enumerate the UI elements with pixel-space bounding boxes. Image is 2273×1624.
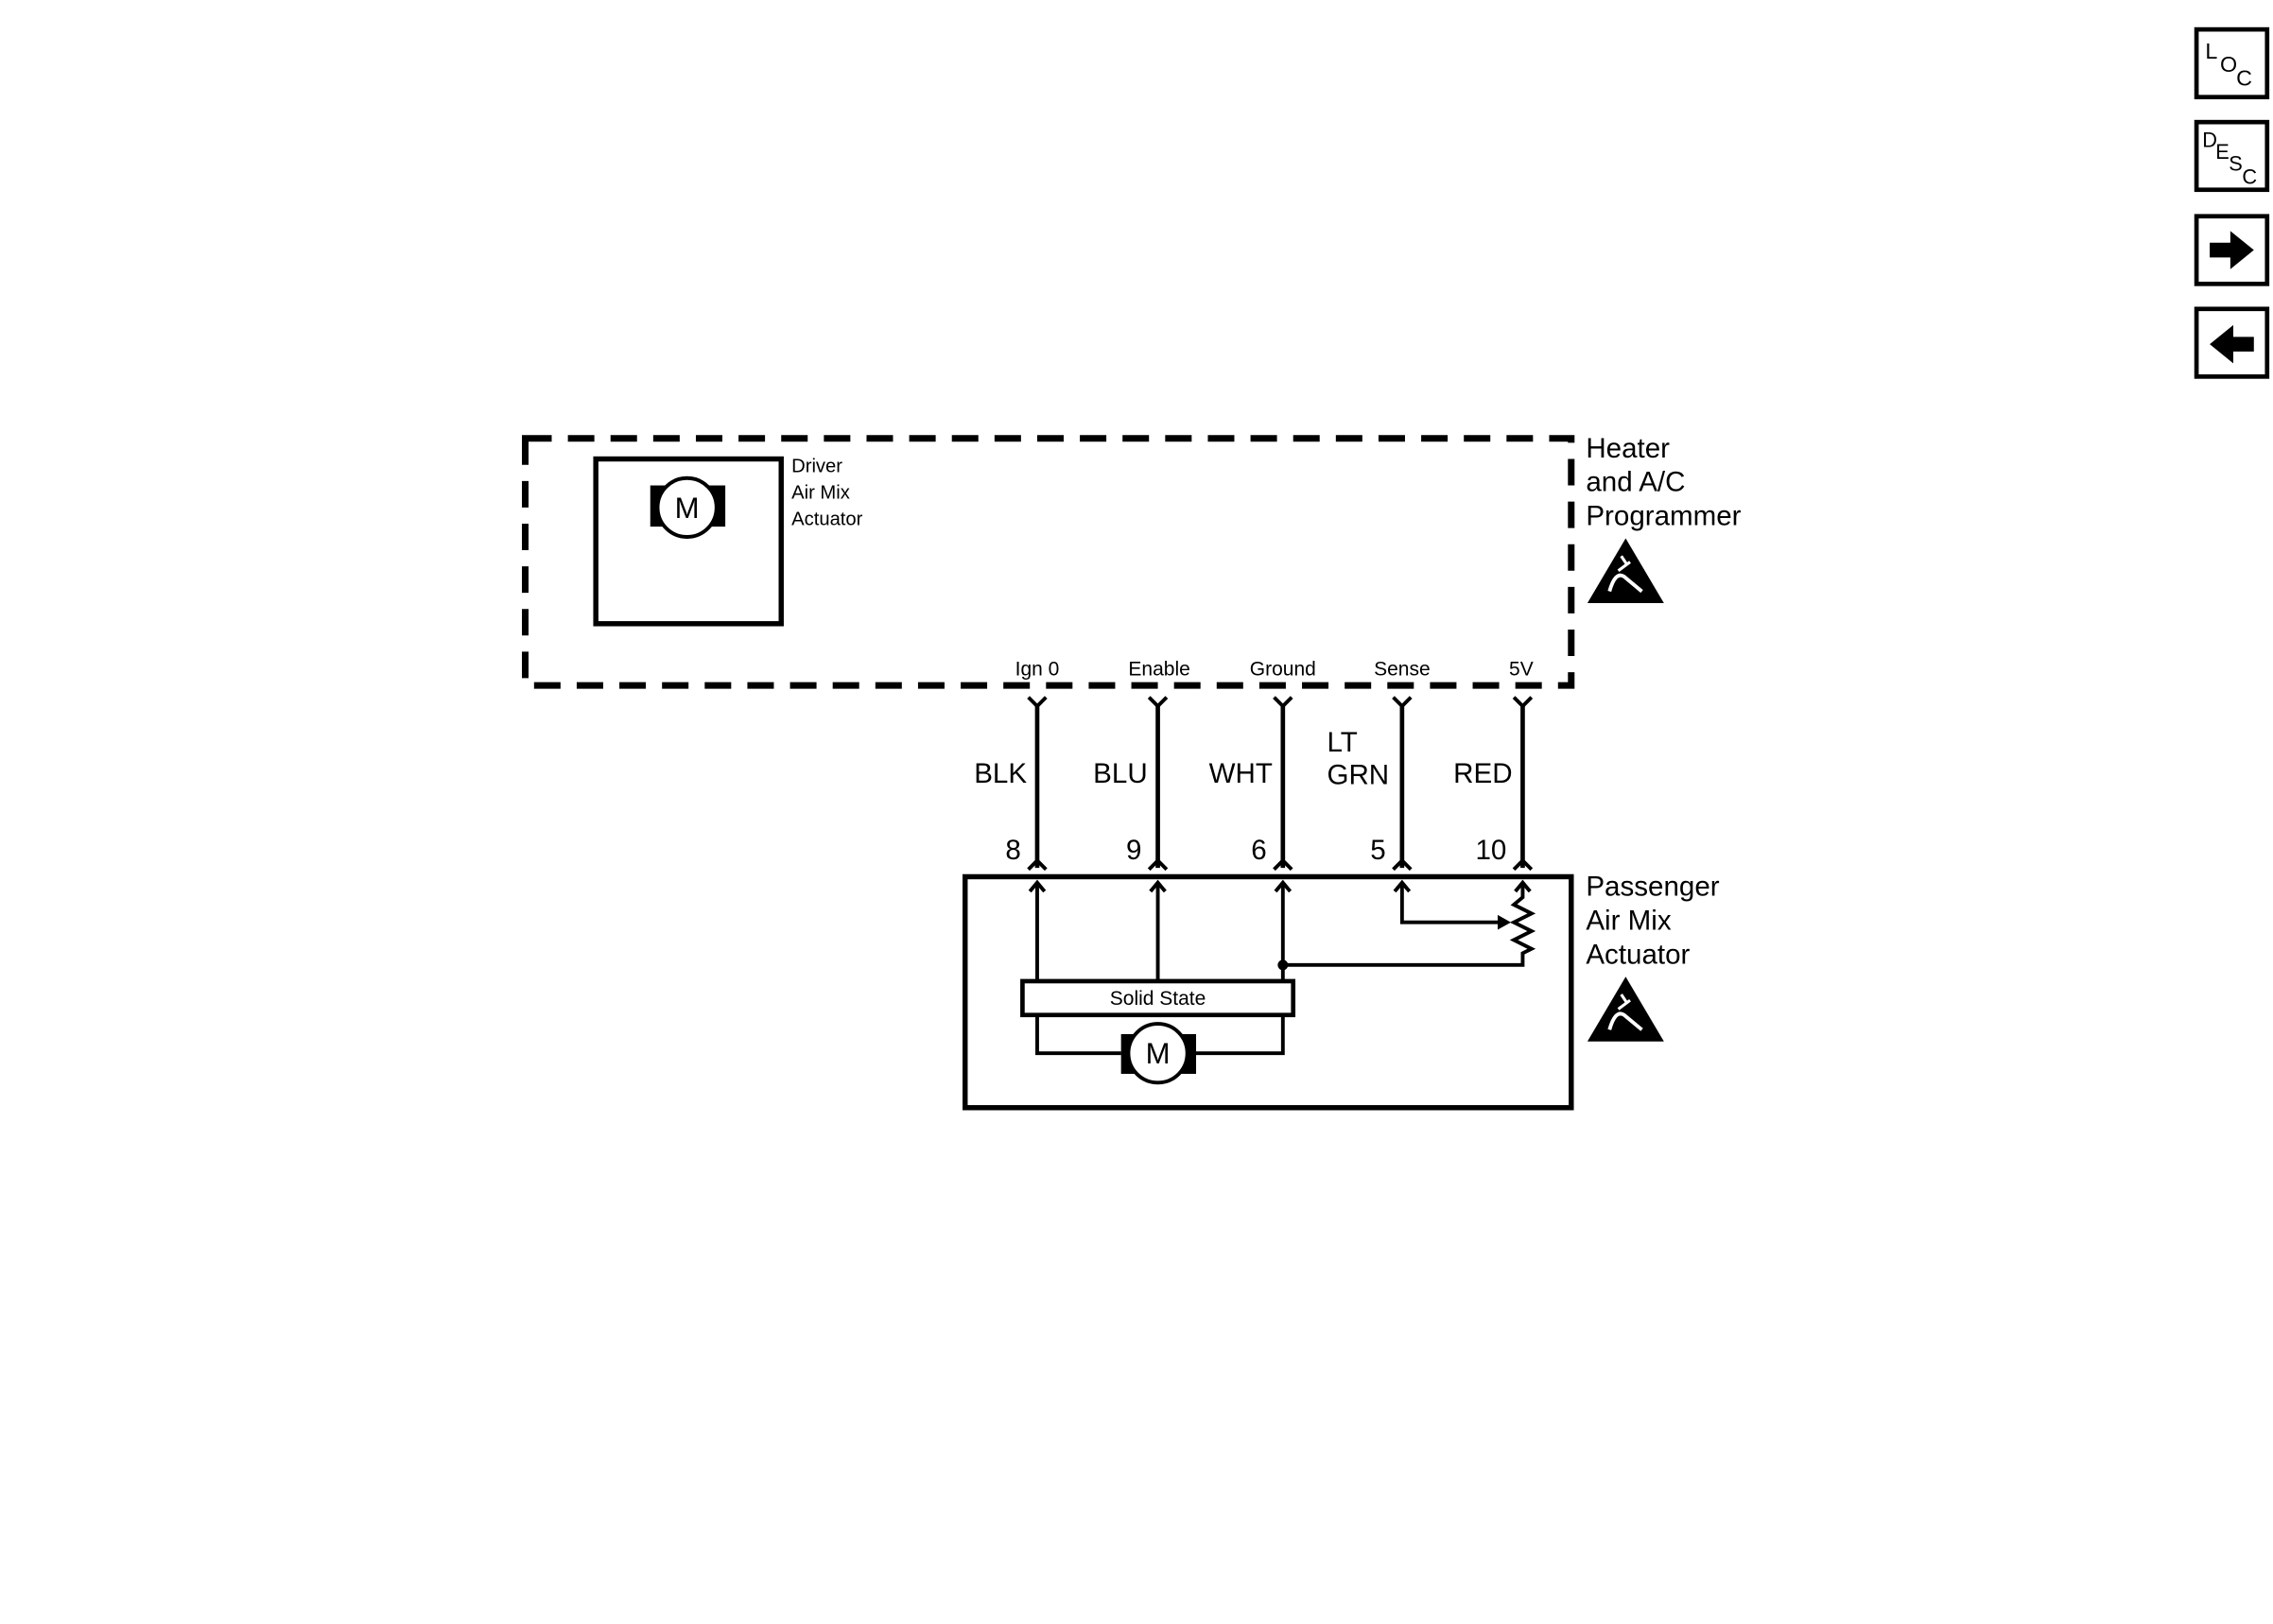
terminal-8: 8: [1005, 835, 1020, 866]
svg-text:Heater: Heater: [1586, 433, 1670, 464]
driver-motor: M: [650, 475, 726, 539]
signal-sense: Sense: [1374, 658, 1431, 680]
signal-ground: Ground: [1250, 658, 1316, 680]
svg-text:Passenger: Passenger: [1586, 872, 1719, 903]
passenger-motor: M: [1120, 1022, 1197, 1085]
svg-text:L: L: [2205, 39, 2217, 63]
motor-symbol: M: [675, 492, 700, 525]
terminal-5: 5: [1370, 835, 1385, 866]
programmer-boundary: [521, 435, 1575, 689]
svg-text:C: C: [2242, 165, 2257, 189]
esd-warning-icon: [1587, 976, 1664, 1042]
desc-icon: D E S C: [2202, 129, 2257, 189]
wire-color-red: RED: [1453, 758, 1512, 789]
desc-button[interactable]: D E S C: [2194, 119, 2270, 193]
svg-text:and A/C: and A/C: [1586, 467, 1685, 498]
arrow-right-icon: [2210, 231, 2254, 269]
terminal-6: 6: [1251, 835, 1266, 866]
wire-color-grn: GRN: [1327, 759, 1390, 790]
arrow-left-icon: [2210, 324, 2254, 364]
motor-symbol: M: [1146, 1037, 1171, 1070]
wire-color-blu: BLU: [1093, 758, 1147, 789]
svg-text:S: S: [2229, 152, 2243, 176]
svg-text:Programmer: Programmer: [1586, 501, 1741, 532]
driver-actuator-box: [593, 456, 784, 627]
loc-icon: L O C: [2205, 39, 2252, 90]
svg-text:Air Mix: Air Mix: [791, 483, 850, 504]
solid-state-label: Solid State: [1110, 988, 1206, 1010]
svg-text:O: O: [2220, 52, 2237, 77]
loc-button[interactable]: L O C: [2194, 26, 2270, 100]
svg-text:D: D: [2202, 129, 2217, 152]
svg-text:Driver: Driver: [791, 457, 842, 477]
svg-text:Air Mix: Air Mix: [1586, 905, 1671, 936]
esd-warning-icon: [1587, 538, 1664, 604]
svg-text:C: C: [2236, 65, 2252, 90]
svg-text:E: E: [2215, 140, 2230, 164]
svg-text:Actuator: Actuator: [1586, 939, 1690, 970]
next-button[interactable]: [2194, 214, 2270, 286]
programmer-label: Heater and A/C Programmer: [1586, 433, 1741, 532]
terminal-9: 9: [1126, 835, 1141, 866]
solid-state-module: Solid State: [1020, 978, 1296, 1018]
wire-color-wht: WHT: [1209, 758, 1273, 789]
driver-actuator-label: Driver Air Mix Actuator: [791, 457, 863, 530]
wire-color-lt: LT: [1327, 727, 1358, 758]
svg-text:Actuator: Actuator: [791, 510, 863, 530]
signal-ign0: Ign 0: [1015, 658, 1060, 680]
prev-button[interactable]: [2194, 306, 2270, 379]
signal-enable: Enable: [1128, 658, 1189, 680]
signal-5v: 5V: [1509, 658, 1534, 680]
passenger-actuator-box: [963, 873, 1574, 1111]
terminal-10: 10: [1475, 835, 1506, 866]
harness-wires: [1027, 696, 1534, 872]
wire-color-blk: BLK: [974, 758, 1027, 789]
passenger-actuator-label: Passenger Air Mix Actuator: [1586, 872, 1719, 971]
internal-wiring: [1028, 879, 1536, 1056]
